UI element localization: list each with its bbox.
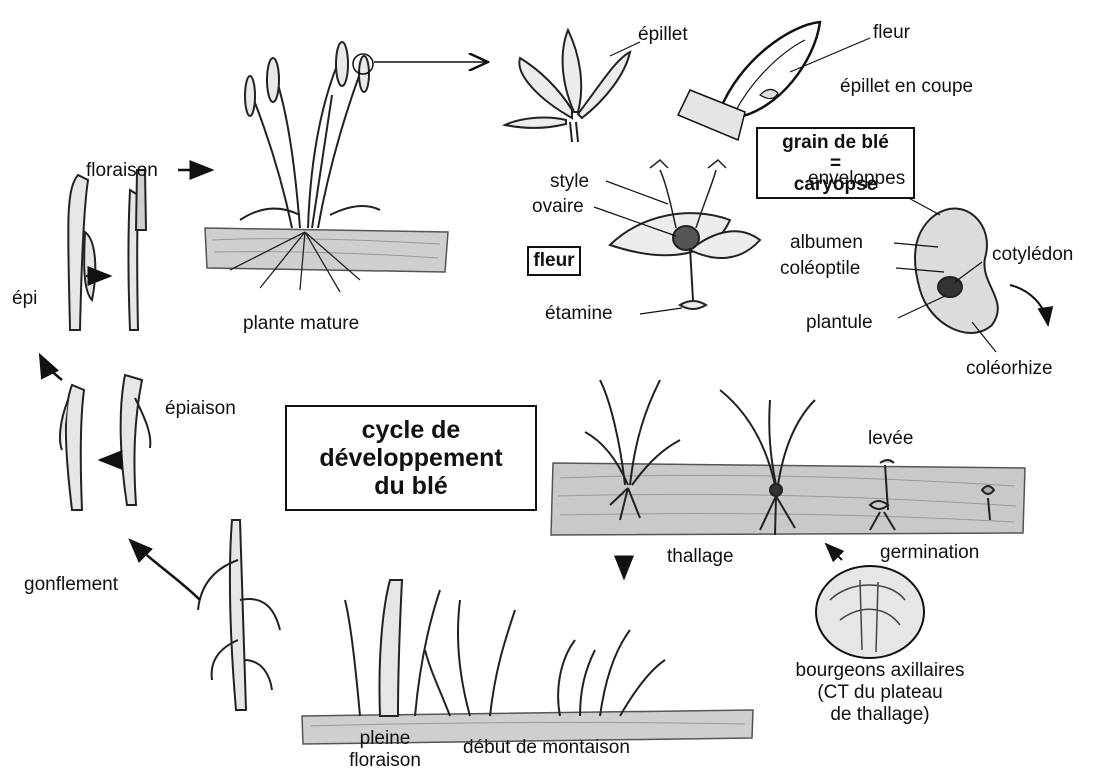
label-cotyledon: cotylédon bbox=[992, 244, 1073, 266]
label-plante-mature: plante mature bbox=[243, 313, 359, 335]
label-pleine-line-1: pleine bbox=[325, 728, 445, 750]
flower-box-label: fleur bbox=[533, 250, 574, 272]
label-thallage: thallage bbox=[667, 546, 734, 568]
label-epillet: épillet bbox=[638, 24, 688, 46]
label-floraison: floraison bbox=[86, 160, 158, 182]
label-etamine: étamine bbox=[545, 303, 613, 325]
diagram-title-box: cycle de développement du blé bbox=[285, 405, 537, 511]
label-coleorhize: coléorhize bbox=[966, 358, 1053, 380]
flower-drawing bbox=[610, 160, 760, 309]
label-enveloppes: enveloppes bbox=[808, 168, 905, 190]
flower-box: fleur bbox=[527, 246, 581, 276]
label-levee: levée bbox=[868, 428, 913, 450]
montaison-plants bbox=[345, 580, 665, 716]
epi-up-arrow bbox=[40, 355, 62, 380]
style-pointer bbox=[606, 181, 668, 204]
gonflement-plant bbox=[198, 520, 280, 710]
label-fleur: fleur bbox=[873, 22, 910, 44]
title-line-1: cycle de bbox=[362, 416, 461, 444]
label-bourgeons-line-3: de thallage) bbox=[760, 704, 1000, 726]
label-bourgeons: bourgeons axillaires (CT du plateau de t… bbox=[760, 660, 1000, 726]
grain-to-levee-arrow bbox=[1010, 285, 1048, 325]
label-gonflement: gonflement bbox=[24, 574, 118, 596]
epi-plants bbox=[68, 170, 146, 330]
label-pleine-floraison: pleine floraison bbox=[325, 728, 445, 772]
epiaison-plants bbox=[60, 375, 150, 510]
label-style: style bbox=[550, 171, 589, 193]
label-coleoptile: coléoptile bbox=[780, 258, 860, 280]
label-epi: épi bbox=[12, 288, 37, 310]
label-epiaison: épiaison bbox=[165, 398, 236, 420]
gonflement-arrow bbox=[130, 540, 200, 600]
grain-box-line-1: grain de blé bbox=[782, 132, 889, 153]
label-bourgeons-line-1: bourgeons axillaires bbox=[760, 660, 1000, 682]
bourgeons-zoom bbox=[816, 566, 924, 658]
epillet-pointer bbox=[610, 42, 640, 56]
spikelet-section bbox=[678, 22, 820, 140]
label-pleine-line-2: floraison bbox=[325, 750, 445, 772]
label-debut-montaison: début de montaison bbox=[463, 737, 630, 759]
label-albumen: albumen bbox=[790, 232, 863, 254]
spikelet bbox=[505, 30, 630, 142]
etamine-pointer bbox=[640, 308, 682, 314]
title-line-2: développement bbox=[319, 444, 502, 472]
label-bourgeons-line-2: (CT du plateau bbox=[760, 682, 1000, 704]
label-plantule: plantule bbox=[806, 312, 873, 334]
label-germination: germination bbox=[880, 542, 979, 564]
label-ovaire: ovaire bbox=[532, 196, 584, 218]
label-epillet-en-coupe: épillet en coupe bbox=[840, 76, 973, 98]
bourgeons-arrow bbox=[826, 544, 842, 560]
title-line-3: du blé bbox=[374, 472, 448, 500]
